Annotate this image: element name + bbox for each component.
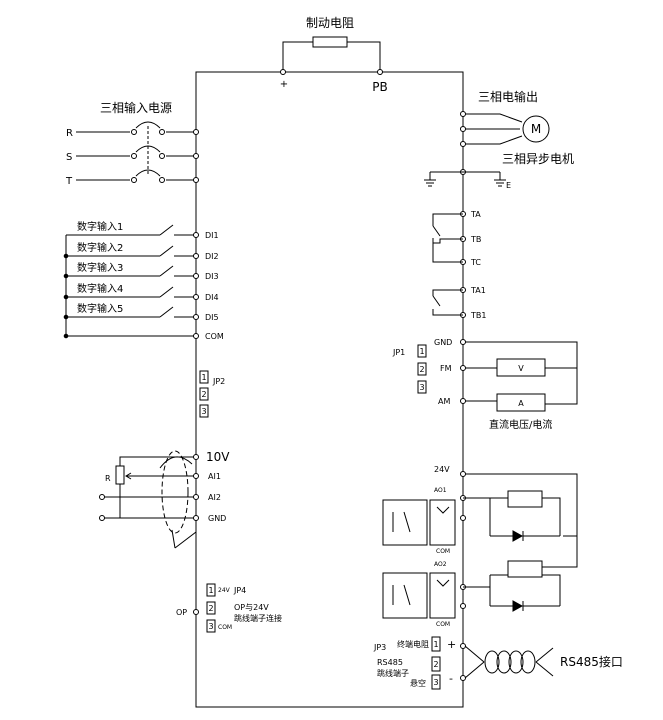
digital-input-1-label: 数字输入1 — [77, 220, 123, 233]
jp4-pin1-label: 24V — [218, 587, 231, 594]
ground-label: E — [506, 181, 511, 190]
jp1-pin-3: 3 — [419, 383, 424, 392]
digital-input-3-label: 数字输入3 — [77, 261, 123, 274]
terminal-di5: DI5 — [205, 313, 219, 322]
jp1-pin-1: 1 — [419, 347, 424, 356]
optocoupler-outputs — [382, 471, 578, 619]
pot-r-label: R — [105, 474, 111, 483]
brake-resistor — [280, 36, 383, 75]
jp1-label: JP1 — [392, 348, 405, 357]
phase-t: T — [65, 176, 73, 187]
power-input-title: 三相输入电源 — [100, 100, 172, 115]
jp3-jumper-text: 跳线端子 — [377, 668, 409, 678]
motor-symbol: M — [531, 122, 541, 136]
jp1-jumper — [417, 344, 427, 394]
jp4-pin-3: 3 — [208, 622, 213, 631]
meter-caption: 直流电压/电流 — [489, 418, 552, 431]
terminal-com: COM — [205, 332, 224, 341]
inverter-body — [195, 71, 464, 708]
jp4-pin-2: 2 — [208, 604, 213, 613]
jp2-label: JP2 — [212, 377, 225, 386]
jp4-note-2: 跳线端子连接 — [234, 613, 282, 623]
jp4-pin-1: 1 — [208, 586, 213, 595]
relay-contacts — [432, 211, 466, 318]
jp3-jumper — [431, 636, 441, 690]
op-label: OP — [176, 608, 187, 617]
digital-input-5-label: 数字输入5 — [77, 302, 123, 315]
jp3-terminator: 终端电阻 — [397, 639, 429, 649]
terminal-gnd-analog: GND — [208, 514, 226, 523]
ao2-com-label: COM — [436, 621, 450, 628]
motor-icon — [522, 115, 550, 143]
pb-label: PB — [372, 80, 387, 94]
jp2-pin-1: 1 — [201, 373, 206, 382]
analog-input-wiring — [99, 450, 199, 549]
jp3-label: JP3 — [373, 643, 386, 652]
phase-s: S — [66, 152, 72, 163]
jp2-jumper — [199, 370, 209, 418]
terminal-di3: DI3 — [205, 272, 219, 281]
terminal-24v: 24V — [434, 465, 450, 474]
voltmeter-symbol: V — [518, 364, 524, 373]
ao1-com-label: COM — [436, 548, 450, 555]
ao1-label: AO1 — [434, 487, 447, 494]
rs485-port-label: RS485接口 — [560, 654, 623, 669]
brake-resistor-label: 制动电阻 — [306, 16, 354, 30]
jp3-rs485: RS485 — [377, 658, 403, 667]
motor-output-title: 三相电输出 — [478, 89, 538, 104]
jp3-pin-3: 3 — [433, 678, 438, 687]
digital-input-4-label: 数字输入4 — [77, 282, 123, 295]
jp1-pin-2: 2 — [419, 365, 424, 374]
jp4-jumper — [193, 583, 216, 633]
potentiometer — [115, 465, 125, 485]
ammeter-symbol: A — [518, 399, 524, 408]
power-input-lines — [76, 121, 199, 183]
relay-ta: TA — [470, 210, 481, 219]
terminal-ai1: AI1 — [208, 472, 221, 481]
terminal-di1: DI1 — [205, 231, 219, 240]
terminal-di4: DI4 — [205, 293, 219, 302]
meter-fm-label: FM — [440, 364, 452, 373]
digital-input-2-label: 数字输入2 — [77, 241, 123, 254]
motor-wiring — [424, 111, 550, 187]
relay-tb1: TB1 — [470, 311, 486, 320]
jp3-pin-2: 2 — [433, 660, 438, 669]
jp4-note-1: OP与24V — [234, 603, 269, 612]
brake-plus-label: + — [280, 79, 288, 90]
motor-name: 三相异步电机 — [502, 152, 574, 166]
jp3-floating: 悬空 — [410, 678, 426, 688]
jp4-label: JP4 — [233, 586, 246, 595]
rs485-plus: + — [447, 638, 456, 651]
meter-am-label: AM — [438, 397, 450, 406]
meter-wiring — [460, 339, 578, 412]
relay-tb: TB — [470, 235, 481, 244]
jp2-pin-2: 2 — [201, 390, 206, 399]
jp4-pin3-label: COM — [218, 624, 232, 631]
digital-input-wiring — [63, 224, 199, 339]
phase-r: R — [66, 128, 73, 139]
rs485-minus: - — [449, 672, 453, 685]
terminal-ai2: AI2 — [208, 493, 221, 502]
rs485-twisted-pair — [460, 643, 554, 681]
meter-gnd-label: GND — [434, 338, 452, 347]
ao2-label: AO2 — [434, 561, 447, 568]
jp3-pin-1: 1 — [433, 640, 438, 649]
terminal-di2: DI2 — [205, 252, 219, 261]
jp2-pin-3: 3 — [201, 407, 206, 416]
relay-ta1: TA1 — [470, 286, 486, 295]
relay-tc: TC — [470, 258, 481, 267]
terminal-10v: 10V — [206, 450, 230, 464]
